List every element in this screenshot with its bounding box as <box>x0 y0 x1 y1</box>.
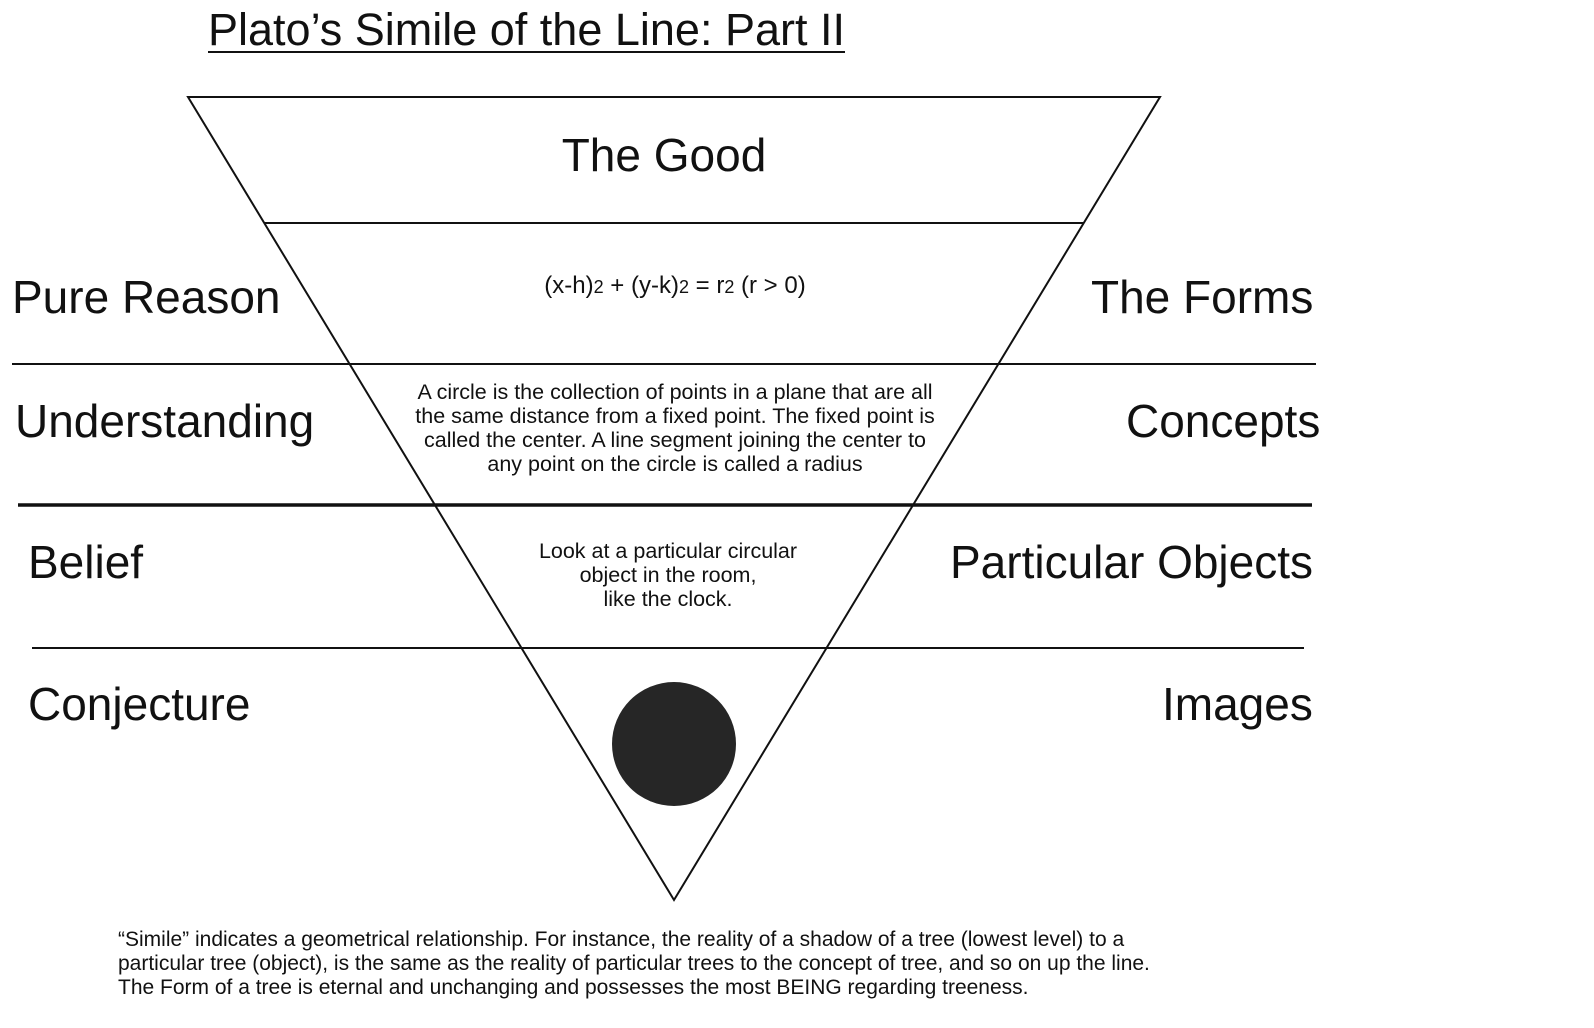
level-left-conjecture: Conjecture <box>28 678 251 730</box>
caption-line: particular tree (object), is the same as… <box>118 952 1150 975</box>
definition-line: A circle is the collection of points in … <box>417 380 933 404</box>
level-left-understanding: Understanding <box>15 395 315 447</box>
level-right-particular-objects: Particular Objects <box>950 536 1314 588</box>
circle-equation: (x-h)2 + (y-k)2 = r2 (r > 0) <box>544 272 806 299</box>
level-right-the-forms: The Forms <box>1091 271 1314 323</box>
level-right-concepts: Concepts <box>1126 395 1321 447</box>
caption-line: “Simile” indicates a geometrical relatio… <box>118 928 1125 951</box>
apex-label: The Good <box>561 129 767 181</box>
definition-line: called the center. A line segment joinin… <box>424 428 926 452</box>
object-line: like the clock. <box>603 587 733 611</box>
level-left-pure-reason: Pure Reason <box>12 271 281 323</box>
circle-definition: A circle is the collection of points in … <box>375 380 975 476</box>
shadow-circle <box>612 682 736 806</box>
definition-line: the same distance from a fixed point. Th… <box>415 404 935 428</box>
level-right-images: Images <box>1162 678 1313 730</box>
definition-line: any point on the circle is called a radi… <box>487 452 863 476</box>
page-title: Plato’s Simile of the Line: Part II <box>208 4 845 55</box>
level-left-belief: Belief <box>28 536 144 588</box>
particular-object-note: Look at a particular circular object in … <box>468 539 868 611</box>
caption-line: The Form of a tree is eternal and unchan… <box>118 976 1029 999</box>
object-line: Look at a particular circular <box>538 539 798 563</box>
inverted-triangle <box>186 96 1162 902</box>
object-line: object in the room, <box>579 563 757 587</box>
caption: “Simile” indicates a geometrical relatio… <box>118 928 1318 1000</box>
